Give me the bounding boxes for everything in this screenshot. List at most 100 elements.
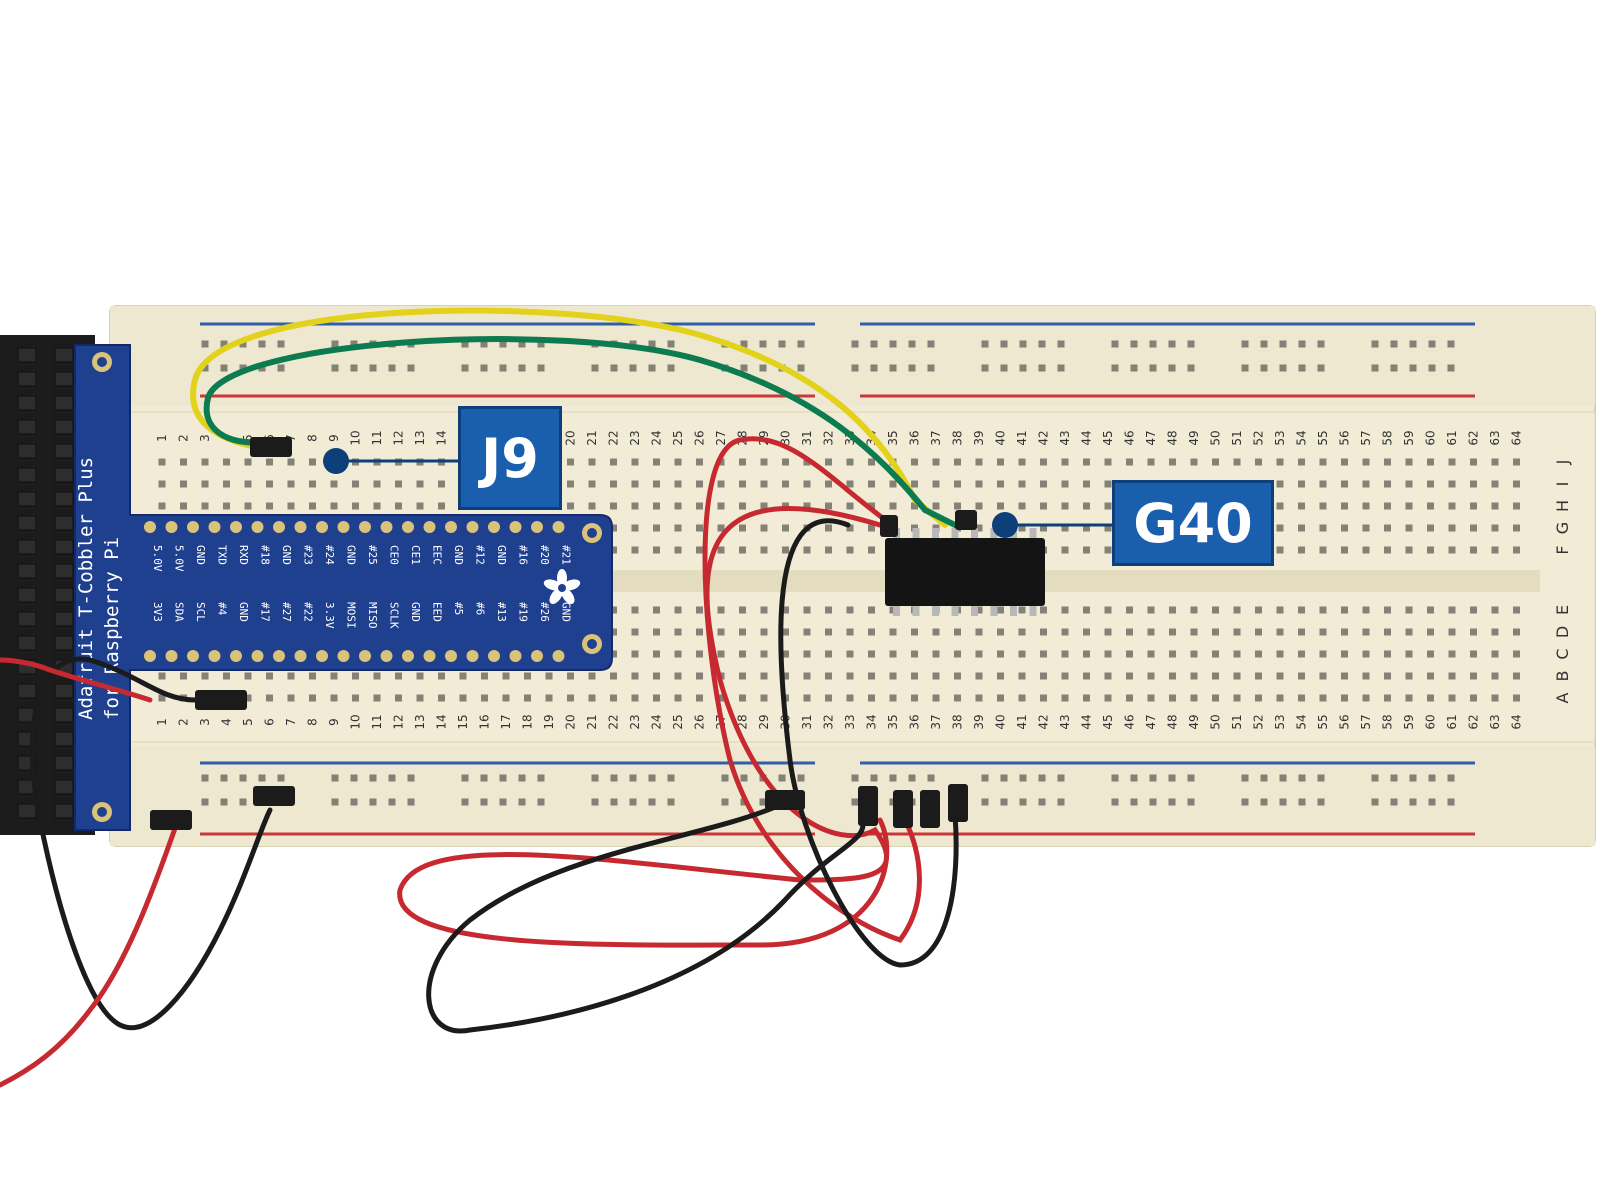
column-number-label: 9 xyxy=(327,718,341,726)
column-number-label: 61 xyxy=(1445,430,1459,445)
column-number-label: 5 xyxy=(241,434,255,442)
column-number-label: 31 xyxy=(800,430,814,445)
column-number-label: 38 xyxy=(951,430,965,445)
column-number-label: 16 xyxy=(478,714,492,729)
column-number-label: 52 xyxy=(1252,430,1266,445)
column-number-label: 25 xyxy=(671,714,685,729)
column-number-label: 64 xyxy=(1510,714,1524,729)
cobbler-pin-label: CE0 xyxy=(388,545,401,565)
cobbler-pin-label: #17 xyxy=(259,602,272,622)
cobbler-pin-label: 3V3 xyxy=(151,602,164,622)
cobbler-pin-label: #13 xyxy=(495,602,508,622)
column-number-label: 53 xyxy=(1273,430,1287,445)
column-number-label: 59 xyxy=(1402,714,1416,729)
cobbler-pin-label: CE1 xyxy=(409,545,422,565)
column-number-label: 10 xyxy=(349,430,363,445)
column-number-label: 8 xyxy=(306,434,320,442)
column-number-label: 10 xyxy=(349,714,363,729)
row-letter-label: I xyxy=(1553,482,1572,487)
cobbler-pin-label: #12 xyxy=(474,545,487,565)
cobbler-pin-label: #6 xyxy=(474,602,487,615)
callout-g40: G40 xyxy=(1112,480,1274,566)
row-letter-label: G xyxy=(1553,522,1572,534)
column-number-label: 52 xyxy=(1252,714,1266,729)
column-number-label: 25 xyxy=(671,430,685,445)
column-number-label: 19 xyxy=(542,714,556,729)
cobbler-pin-label: #25 xyxy=(366,545,379,565)
column-number-label: 14 xyxy=(435,430,449,445)
column-number-label: 47 xyxy=(1144,714,1158,729)
column-number-label: 56 xyxy=(1338,714,1352,729)
column-number-label: 49 xyxy=(1187,714,1201,729)
column-number-label: 29 xyxy=(757,714,771,729)
column-number-label: 55 xyxy=(1316,714,1330,729)
cobbler-pin-label: #23 xyxy=(302,545,315,565)
g40-marker-dot xyxy=(992,512,1018,538)
callout-j9: J9 xyxy=(458,406,562,510)
column-number-label: 45 xyxy=(1101,714,1115,729)
column-number-label: 22 xyxy=(607,714,621,729)
column-number-label: 1 xyxy=(155,434,169,442)
wire-red-3 xyxy=(0,817,181,1088)
adafruit-flower-logo xyxy=(543,569,581,604)
wire-red-1 xyxy=(702,436,922,943)
column-number-label: 20 xyxy=(564,714,578,729)
column-number-label: 1 xyxy=(155,718,169,726)
cobbler-pin-label: GND xyxy=(560,602,573,622)
column-number-label: 57 xyxy=(1359,714,1373,729)
column-number-label: 47 xyxy=(1144,430,1158,445)
column-number-label: 3 xyxy=(198,718,212,726)
power-rail-bottom xyxy=(110,746,1595,846)
column-number-label: 13 xyxy=(413,714,427,729)
column-number-label: 35 xyxy=(886,714,900,729)
column-number-label: 44 xyxy=(1080,714,1094,729)
column-number-label: 14 xyxy=(435,714,449,729)
cobbler-pin-label: #21 xyxy=(560,545,573,565)
column-number-label: 41 xyxy=(1015,430,1029,445)
column-number-label: 5 xyxy=(241,718,255,726)
cobbler-title-line2: for Raspberry Pi xyxy=(101,537,123,720)
column-number-label: 2 xyxy=(177,434,191,442)
wire-yellow xyxy=(190,307,948,528)
cobbler-pin-label: #18 xyxy=(259,545,272,565)
row-letter-label: D xyxy=(1553,626,1572,638)
column-number-label: 63 xyxy=(1488,430,1502,445)
column-number-label: 56 xyxy=(1338,430,1352,445)
column-number-label: 24 xyxy=(650,430,664,445)
column-number-label: 54 xyxy=(1295,430,1309,445)
cobbler-pin-label: #19 xyxy=(517,602,530,622)
column-number-label: 2 xyxy=(177,718,191,726)
column-number-label: 43 xyxy=(1058,430,1072,445)
column-number-label: 31 xyxy=(800,714,814,729)
column-number-label: 32 xyxy=(822,714,836,729)
column-number-label: 22 xyxy=(607,430,621,445)
column-number-label: 48 xyxy=(1166,714,1180,729)
row-letter-label: A xyxy=(1553,692,1572,703)
wire-black-2 xyxy=(426,802,866,1034)
column-number-label: 30 xyxy=(779,430,793,445)
column-number-label: 57 xyxy=(1359,430,1373,445)
cobbler-pin-label: EED xyxy=(431,602,444,622)
column-number-label: 42 xyxy=(1037,714,1051,729)
column-number-label: 49 xyxy=(1187,430,1201,445)
column-number-label: 21 xyxy=(585,430,599,445)
column-number-label: 21 xyxy=(585,714,599,729)
column-number-label: 28 xyxy=(736,714,750,729)
cobbler-pin-label: #24 xyxy=(323,545,336,565)
column-number-label: 39 xyxy=(972,430,986,445)
cobbler-pin-label: #5 xyxy=(452,602,465,615)
row-letter-label: H xyxy=(1553,500,1572,512)
column-number-label: 36 xyxy=(908,714,922,729)
column-number-label: 51 xyxy=(1230,430,1244,445)
column-number-label: 36 xyxy=(908,430,922,445)
column-number-label: 45 xyxy=(1101,430,1115,445)
row-letter-label: B xyxy=(1553,671,1572,682)
column-number-label: 60 xyxy=(1424,714,1438,729)
column-number-label: 59 xyxy=(1402,430,1416,445)
column-number-label: 40 xyxy=(994,714,1008,729)
wire-black-3 xyxy=(29,656,273,1031)
cobbler-pin-label: #22 xyxy=(302,602,315,622)
column-number-label: 33 xyxy=(843,714,857,729)
